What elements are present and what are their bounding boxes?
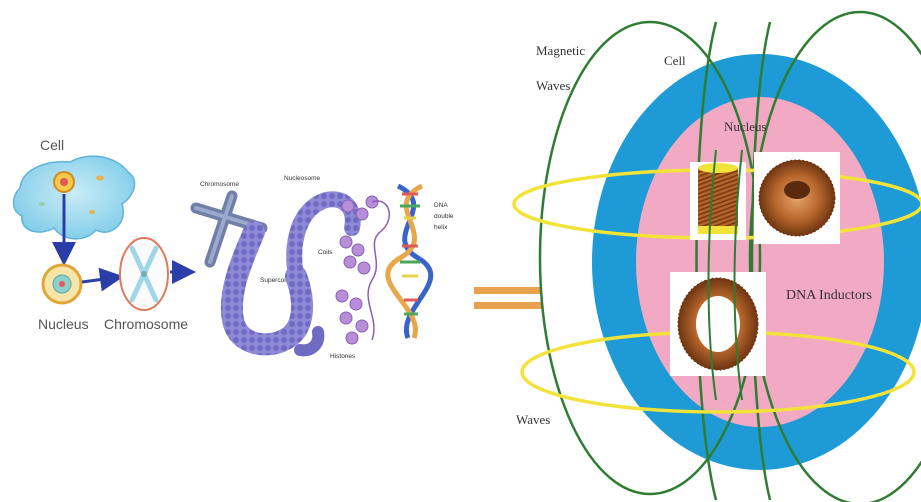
- toroid-inductor-top: [754, 152, 840, 244]
- cell-label-right: Cell: [664, 53, 686, 68]
- supercoil-illustration: [232, 199, 353, 350]
- magnetic-waves-label-line2: Waves: [536, 78, 570, 93]
- nucleus-label: Nucleus: [38, 316, 89, 332]
- chromosome-label: Chromosome: [104, 316, 188, 332]
- toroid-inductor-bottom: [670, 272, 766, 376]
- nucleosome-label: Nucleosome: [284, 175, 321, 182]
- coils-label: Coils: [318, 249, 333, 256]
- histones-label: Histones: [330, 353, 356, 360]
- cell-label: Cell: [40, 137, 64, 153]
- cell-illustration: [14, 156, 135, 239]
- dna-label-line3: helix: [434, 224, 448, 231]
- left-panel: Cell Nucleus Chromosome: [14, 137, 189, 332]
- chromosome-structure-label: Chromosome: [200, 181, 239, 188]
- waves-label: Waves: [516, 412, 550, 427]
- dna-label-line2: double: [434, 213, 454, 220]
- equals-sign: [474, 287, 542, 309]
- dna-inductors-label: DNA Inductors: [786, 288, 872, 303]
- arrow-nucleus-to-chromosome: [82, 278, 112, 282]
- middle-panel: Chromosome Nucleosome DNA double helix C…: [196, 175, 454, 360]
- dna-helix-illustration: [388, 186, 431, 338]
- right-panel: Magnetic Waves Cell Nucleus DNA Inductor…: [514, 12, 921, 502]
- dna-label-line1: DNA: [434, 202, 448, 209]
- nucleus-label-right: Nucleus: [724, 119, 767, 134]
- magnetic-waves-label-line1: Magnetic: [536, 43, 585, 58]
